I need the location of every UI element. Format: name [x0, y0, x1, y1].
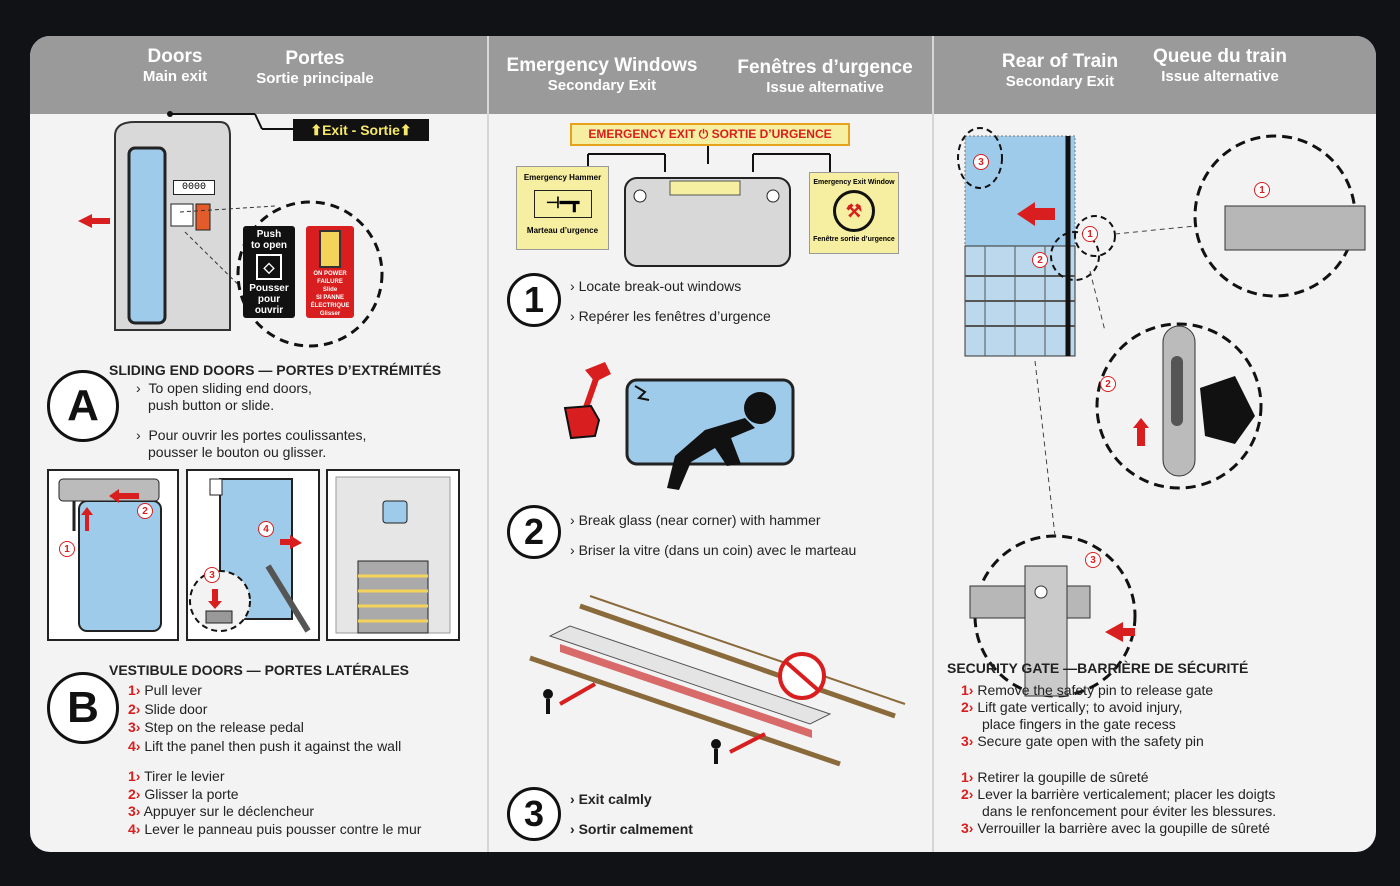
hammer-sign: Emergency Hammer ⊣━┳ Marteau d’urgence [516, 166, 609, 250]
header-doors: Doors Main exit [142, 46, 208, 85]
vestibule-step-box-2: 3 4 [186, 469, 320, 641]
step-row: 4› Lever le panneau puis pousser contre … [128, 820, 422, 837]
marker-2: 2 [137, 503, 153, 519]
slide-handle-icon [319, 230, 341, 268]
step-1-fr: › Repérer les fenêtres d’urgence [570, 308, 771, 324]
push-sign-line5: ouvrir [254, 305, 284, 316]
step-row: 2› Lever la barrière verticalement; plac… [961, 786, 1276, 802]
gate-steps-fr: 1› Retirer la goupille de sûreté 2› Leve… [961, 769, 1276, 837]
break-glass-illustration [563, 362, 795, 490]
fold-line-2 [932, 36, 934, 852]
hammer-icon: ⊣━┳ [533, 190, 592, 218]
hammer-label-bottom: Marteau d’urgence [526, 226, 599, 235]
gate-steps-en: 1› Remove the safety pin to release gate… [961, 682, 1213, 750]
vestibule-step-box-1: 1 2 [47, 469, 179, 641]
step-row: 2› Lift gate vertically; to avoid injury… [961, 699, 1183, 715]
section-b-steps-en: 1› Pull lever 2› Slide door 3› Step on t… [128, 681, 401, 755]
gate-marker-3-top: 3 [973, 154, 989, 170]
step-row-continued: dans le renfoncement pour éviter les ble… [982, 803, 1277, 819]
step-row: 1› Retirer la goupille de sûreté [961, 769, 1149, 785]
gate-marker-2-zoom: 2 [1100, 376, 1116, 392]
security-gate-title: SECURITY GATE —BARRIÈRE DE SÉCURITÉ [947, 660, 1249, 676]
section-a-fr-line1: Pour ouvrir les portes coulissantes, [148, 427, 367, 443]
gate-marker-1-zoom: 1 [1254, 182, 1270, 198]
step-row: 1› Tirer le levier [128, 768, 225, 784]
step-row-continued: place fingers in the gate recess [982, 716, 1176, 732]
marker-3: 3 [204, 567, 220, 583]
section-a-en-line2: push button or slide. [148, 397, 275, 413]
card-header-bar [30, 36, 1376, 114]
power-sign-line3: SI PANNE ÉLECTRIQUE [310, 295, 350, 309]
safety-card: Doors Main exit Portes Sortie principale… [30, 36, 1376, 852]
section-b-title: VESTIBULE DOORS — PORTES LATÉRALES [109, 662, 409, 678]
power-sign-line4: Glisser [319, 311, 341, 317]
step-1-marker: 1 [507, 273, 561, 327]
gate-marker-2-small: 2 [1032, 252, 1048, 268]
step-row: 3› Appuyer sur le déclencheur [128, 803, 315, 819]
header-fenetres-urgence: Fenêtres d’urgence Issue alternative [737, 57, 913, 96]
security-gate-illustration [957, 127, 1366, 698]
power-sign-line1: ON POWER FAILURE [313, 271, 347, 285]
exit-sign-text: Exit - Sortie [322, 122, 400, 138]
step-row: 4› Lift the panel then push it against t… [128, 737, 402, 754]
push-sign-line1: Push [256, 229, 282, 240]
header-portes: Portes Sortie principale [256, 48, 374, 87]
section-a-en: › To open sliding end doors, push button… [136, 380, 312, 413]
section-b-marker: B [47, 672, 119, 744]
step-2-en: › Break glass (near corner) with hammer [570, 512, 821, 528]
push-diamond-icon: ◇ [256, 254, 282, 280]
step-row: 1› Remove the safety pin to release gate [961, 682, 1214, 698]
step-3-en: › Exit calmly [570, 791, 652, 807]
step-row: 2› Glisser la porte [128, 785, 239, 802]
step-2-marker: 2 [507, 505, 561, 559]
header-rear-of-train: Rear of Train Secondary Exit [1001, 51, 1119, 90]
gate-marker-1-small: 1 [1082, 226, 1098, 242]
push-sign-line2: to open [250, 240, 288, 251]
step-2-fr: › Briser la vitre (dans un coin) avec le… [570, 542, 857, 558]
window-label-bottom: Fenêtre sortie d’urgence [813, 236, 895, 243]
exit-sign: ⬆ Exit - Sortie ⬆ [293, 119, 429, 141]
hammer-in-circle-icon: ⚒ [833, 190, 875, 232]
section-a-marker: A [47, 370, 119, 442]
step-row: 3› Secure gate open with the safety pin [961, 733, 1204, 749]
step-row: 3› Verrouiller la barrière avec la goupi… [961, 820, 1270, 836]
window-label-top: Emergency Exit Window [813, 179, 895, 186]
gate-marker-3-zoom: 3 [1085, 552, 1101, 568]
exit-window-sign: Emergency Exit Window ⚒ Fenêtre sortie d… [809, 172, 899, 254]
push-sign-line4: pour [257, 294, 281, 305]
up-arrow-icon: ⬆ [399, 121, 412, 138]
step-3-marker: 3 [507, 787, 561, 841]
emergency-exit-banner: EMERGENCY EXIT ⏻ SORTIE D’URGENCE [570, 123, 850, 146]
section-a-en-line1: To open sliding end doors, [148, 380, 312, 396]
step-row: 3› Step on the release pedal [128, 719, 304, 735]
section-b-steps-fr: 1› Tirer le levier 2› Glisser la porte 3… [128, 768, 421, 838]
up-arrow-icon: ⬆ [310, 121, 323, 138]
header-emergency-windows: Emergency Windows Secondary Exit [506, 55, 698, 94]
step-3-fr: › Sortir calmement [570, 821, 693, 837]
section-a-fr: › Pour ouvrir les portes coulissantes, p… [136, 427, 367, 460]
push-sign-line3: Pousser [249, 283, 289, 294]
power-failure-sign: ON POWER FAILURE Slide SI PANNE ÉLECTRIQ… [306, 226, 354, 318]
header-queue-du-train: Queue du train Issue alternative [1152, 46, 1288, 85]
power-sign-line2: Slide [322, 287, 338, 293]
vestibule-step-box-3 [326, 469, 460, 641]
step-row: 1› Pull lever [128, 682, 202, 698]
step-1-en: › Locate break-out windows [570, 278, 742, 294]
push-to-open-sign: Push to open ◇ Pousser pour ouvrir [243, 226, 295, 318]
section-a-title: SLIDING END DOORS — PORTES D’EXTRÉMITÉS [109, 362, 442, 378]
window-diagram [587, 146, 831, 267]
fold-line-1 [487, 36, 489, 852]
marker-1: 1 [59, 541, 75, 557]
section-a-fr-line2: pousser le bouton ou glisser. [148, 444, 327, 460]
step-row: 2› Slide door [128, 700, 208, 717]
hammer-label-top: Emergency Hammer [523, 173, 602, 182]
marker-4: 4 [258, 521, 274, 537]
door-counter: 0000 [173, 180, 215, 195]
train-evacuation-illustration [529, 595, 906, 767]
